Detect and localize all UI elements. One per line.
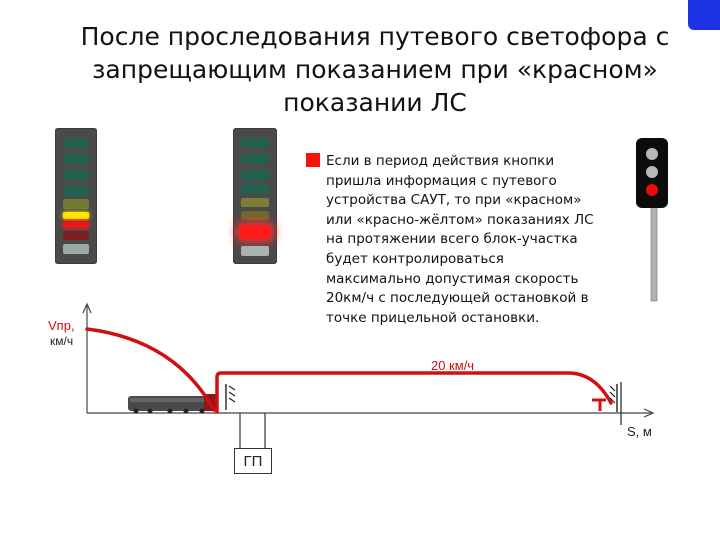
- speed-limit-line: [215, 371, 613, 414]
- led-green-4: [241, 184, 269, 194]
- corner-tab: [688, 0, 720, 30]
- led-green-3: [63, 170, 89, 180]
- y-axis-label-top: Vпр,: [48, 318, 75, 333]
- track-transponder-right: [609, 382, 622, 425]
- braking-curve: [85, 327, 216, 412]
- signal-pole: [650, 204, 658, 302]
- title-line-3: показании ЛС: [283, 88, 467, 117]
- gp-label-box: ГП: [234, 448, 272, 474]
- led-white: [63, 244, 89, 254]
- led-olive: [63, 199, 89, 209]
- y-axis-arrow: [82, 302, 92, 314]
- x-axis-label: S, м: [627, 424, 652, 439]
- signal-light-middle: [646, 166, 658, 178]
- led-olive-2: [241, 211, 269, 220]
- track-signal: [636, 138, 668, 302]
- led-green-4: [63, 186, 89, 196]
- led-white: [241, 246, 269, 256]
- led-red-bright: [239, 225, 271, 239]
- bullet-marker: [306, 153, 320, 167]
- axes: [82, 302, 655, 418]
- signal-light-bottom: [646, 184, 658, 196]
- led-olive-1: [241, 198, 269, 207]
- slide-title: После проследования путевого светофора с…: [60, 20, 690, 119]
- signal-light-top: [646, 148, 658, 160]
- led-green-3: [241, 170, 269, 180]
- locomotive-signal-panel-right: [233, 128, 277, 264]
- led-green-1: [63, 138, 89, 148]
- led-green-2: [63, 154, 89, 164]
- description-text: Если в период действия кнопки пришла инф…: [326, 153, 594, 326]
- x-axis-arrow: [643, 408, 655, 418]
- track-transponder-left: [225, 384, 236, 410]
- locomotive-signal-panel-left: [55, 128, 97, 264]
- y-axis-label-bottom: км/ч: [50, 334, 74, 348]
- train-roof: [130, 398, 216, 402]
- led-red: [63, 221, 89, 228]
- speed-limit-label: 20 км/ч: [431, 358, 475, 373]
- title-line-2: запрещающим показанием при «красном»: [92, 55, 658, 84]
- led-dark-red: [63, 231, 89, 240]
- led-yellow: [63, 212, 89, 219]
- led-green-1: [241, 138, 269, 148]
- title-line-1: После проследования путевого светофора с: [80, 22, 670, 51]
- led-green-2: [241, 154, 269, 164]
